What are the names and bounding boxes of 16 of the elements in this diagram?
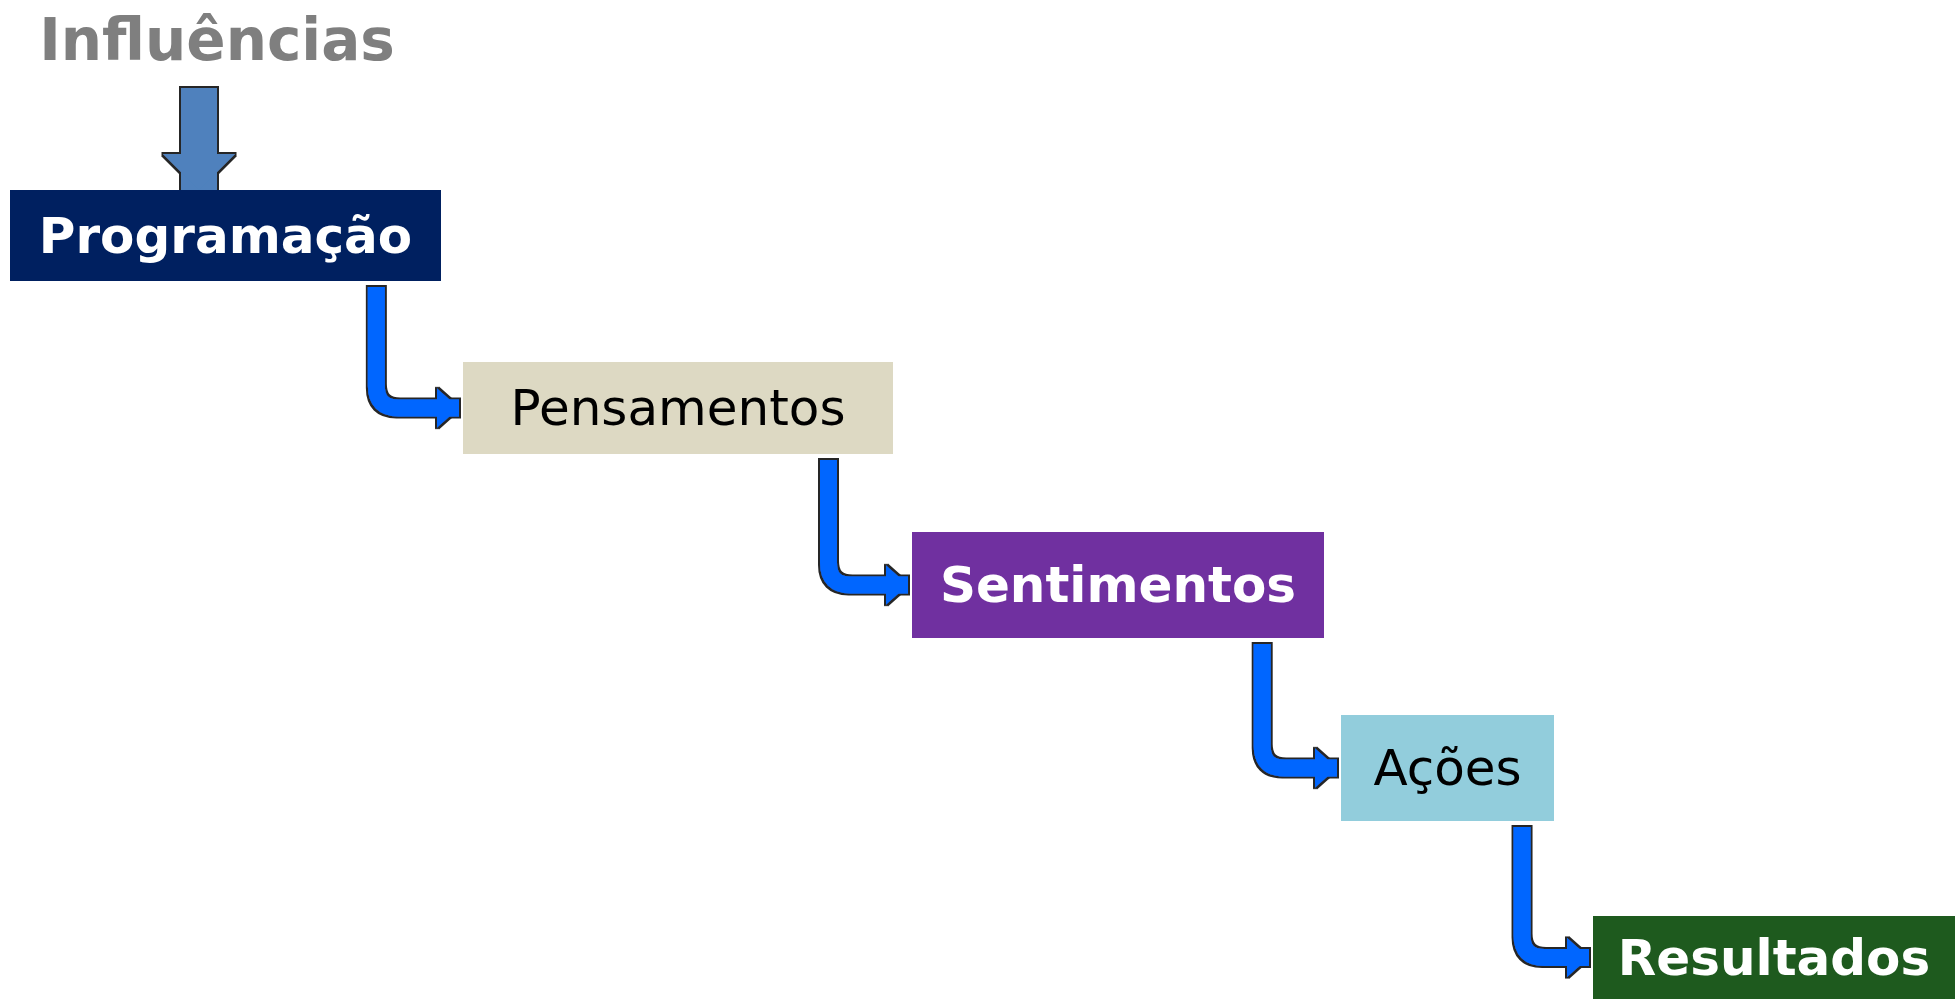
- box-label: Programação: [38, 206, 413, 265]
- bent-block-arrow: [367, 287, 459, 428]
- process-box: [10, 190, 441, 281]
- block-arrow: [163, 88, 235, 190]
- box-label: Resultados: [1617, 928, 1931, 987]
- box-label: Sentimentos: [939, 556, 1297, 614]
- process-box: [1341, 715, 1554, 821]
- bent-block-arrow: [820, 460, 908, 605]
- bent-block-arrow: [1253, 644, 1337, 788]
- box-label: Pensamentos: [510, 379, 846, 437]
- box-label: Ações: [1373, 739, 1522, 797]
- process-box: [463, 362, 893, 454]
- heading-text: Influências: [39, 6, 395, 74]
- bent-block-arrow: [1513, 827, 1589, 978]
- process-box: [1593, 916, 1955, 999]
- process-box: [912, 532, 1324, 638]
